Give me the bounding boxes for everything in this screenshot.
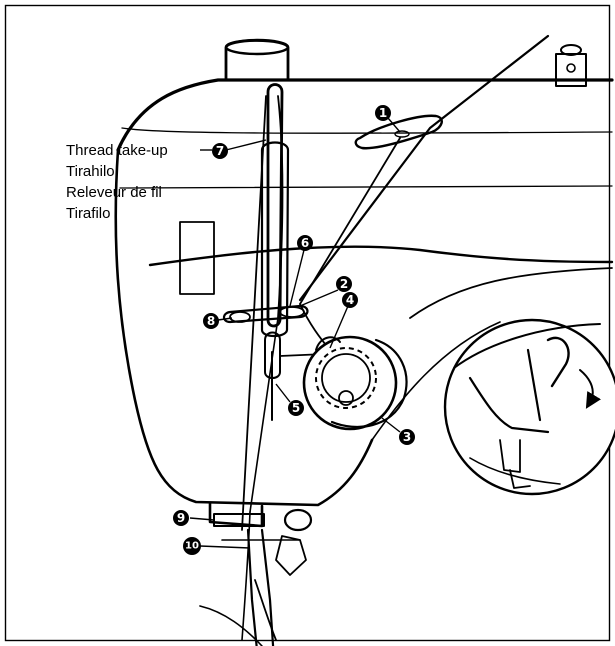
callout-number: 5 xyxy=(292,401,300,415)
callout-7: 7 xyxy=(212,139,267,159)
callout-number: 8 xyxy=(207,314,215,328)
machine-arm xyxy=(114,78,614,507)
label-thread-take-up-it: Tirafilo xyxy=(66,205,111,222)
callout-number: 3 xyxy=(403,430,411,444)
callout-8: 8 xyxy=(203,313,233,329)
callout-4: 4 xyxy=(329,292,358,349)
callout-number: 1 xyxy=(379,106,387,120)
callout-number: 6 xyxy=(301,236,309,250)
callout-number: 10 xyxy=(185,541,199,552)
thread-stand-post xyxy=(555,44,587,87)
callout-10: 10 xyxy=(183,537,251,555)
callout-3: 3 xyxy=(381,417,415,445)
callout-number: 9 xyxy=(177,511,185,525)
detail-inset xyxy=(443,318,615,496)
callout-2: 2 xyxy=(299,276,352,307)
callout-5: 5 xyxy=(275,383,304,416)
label-thread-take-up-en: Thread take-up xyxy=(66,142,168,159)
callout-number: 2 xyxy=(340,277,348,291)
top-cap xyxy=(224,38,290,82)
callout-6: 6 xyxy=(289,235,313,307)
thread-guide-assembly xyxy=(222,304,326,421)
callout-9: 9 xyxy=(173,510,215,526)
callout-number: 4 xyxy=(346,293,354,307)
label-thread-take-up-fr: Releveur de fil xyxy=(66,184,162,201)
needle-bar-area xyxy=(199,501,313,646)
callout-number: 7 xyxy=(216,144,224,158)
label-thread-take-up-es: Tirahilo xyxy=(66,163,115,180)
callout-1: 1 xyxy=(375,105,401,133)
thread-tension-dial xyxy=(302,335,408,431)
upper-thread-guide xyxy=(354,114,443,150)
thread-take-up-lever xyxy=(260,83,290,338)
figure-frame xyxy=(4,4,611,642)
